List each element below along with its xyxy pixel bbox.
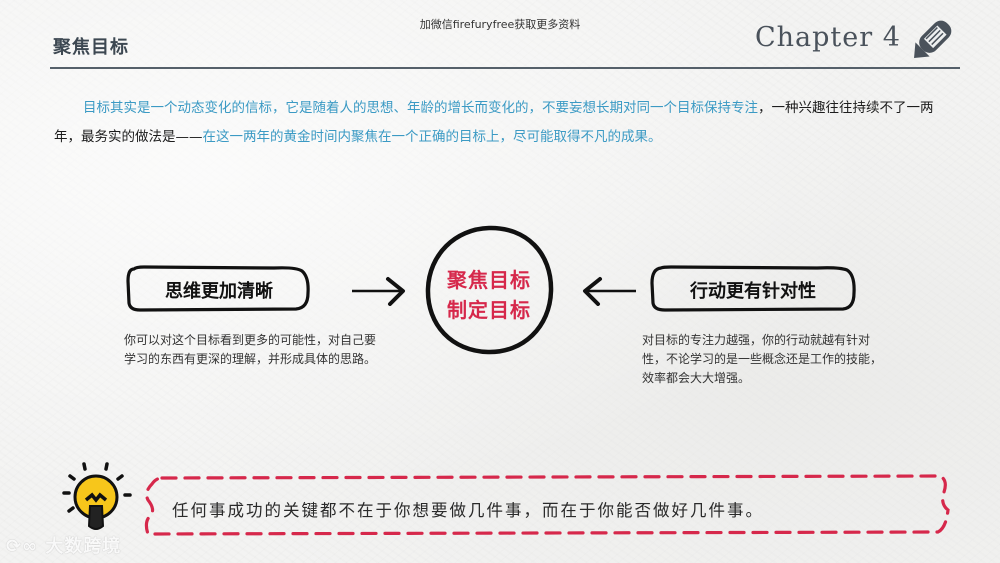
- brand-logo: ⟳∞ 大数跨境: [6, 532, 121, 558]
- lightbulb-icon: [62, 460, 132, 538]
- arrow-right-icon: [350, 276, 410, 306]
- quote-text: 任何事成功的关键都不在于你想要做几件事，而在于你能否做好几件事。: [172, 501, 764, 520]
- watermark-text: 加微信firefuryfree获取更多资料: [419, 18, 581, 31]
- logo-text: 大数跨境: [45, 536, 122, 557]
- intro-segment-2: ，一种兴趣往往持续不了一两年，最务实的做法是——: [54, 100, 934, 145]
- pencil-icon: [906, 15, 956, 67]
- page-title: 聚焦目标: [53, 37, 129, 58]
- left-concept-box: 思维更加清晰: [124, 263, 314, 315]
- right-concept-box: 行动更有针对性: [647, 263, 859, 315]
- right-description: 对目标的专注力越强，你的行动就越有针对性，不论学习的是一些概念还是工作的技能，效…: [642, 333, 883, 385]
- center-line-2: 制定目标: [447, 298, 531, 322]
- header-divider: [50, 67, 960, 69]
- quote-box: 任何事成功的关键都不在于你想要做几件事，而在于你能否做好几件事。: [142, 470, 950, 542]
- intro-segment-3: 在这一两年的黄金时间内聚焦在一个正确的目标上，尽可能取得不凡的成果。: [202, 129, 662, 145]
- intro-segment-1: 目标其实是一个动态变化的信标，它是随着人的思想、年龄的增长而变化的，不要妄想长期…: [83, 100, 758, 116]
- logo-icon: ⟳∞: [6, 536, 46, 557]
- left-concept-label: 思维更加清晰: [165, 281, 273, 302]
- chapter-label: Chapter 4: [755, 22, 901, 53]
- arrow-left-icon: [578, 276, 638, 306]
- right-concept-label: 行动更有针对性: [690, 281, 816, 302]
- intro-paragraph: 目标其实是一个动态变化的信标，它是随着人的思想、年龄的增长而变化的，不要妄想长期…: [54, 94, 954, 152]
- left-description: 你可以对这个目标看到更多的可能性，对自己要学习的东西有更深的理解，并形成具体的思…: [124, 333, 377, 366]
- center-line-1: 聚焦目标: [447, 268, 531, 292]
- center-goal-circle: 聚焦目标 制定目标: [422, 223, 556, 357]
